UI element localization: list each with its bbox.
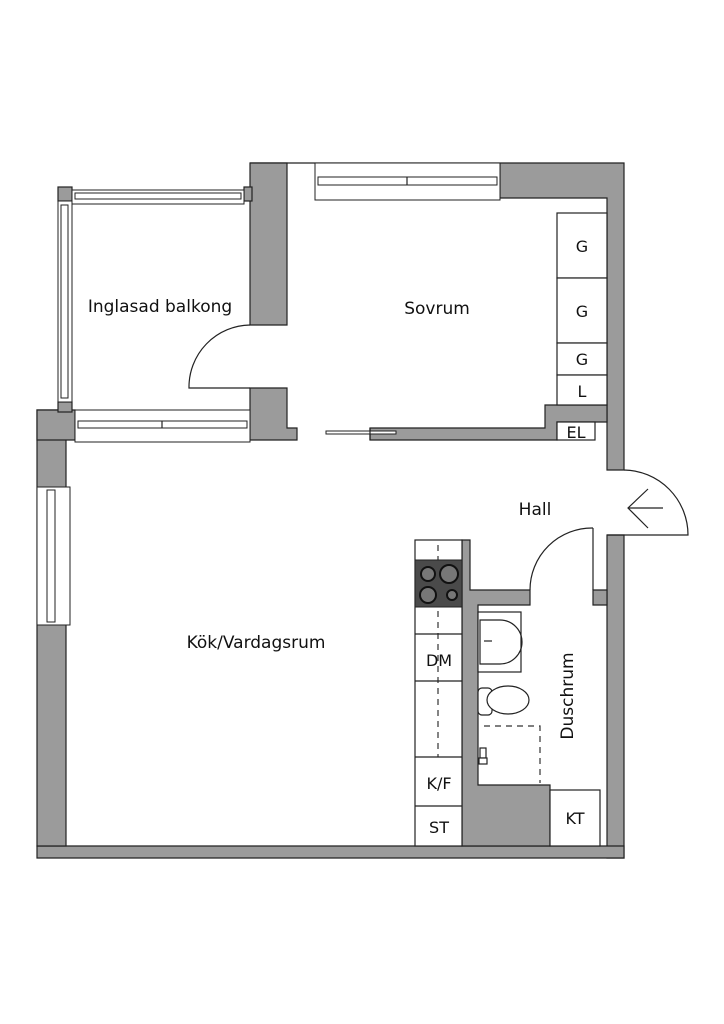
sink-icon bbox=[477, 611, 523, 673]
bathroom-wall-stub bbox=[592, 589, 608, 606]
wall-under-balcony bbox=[36, 409, 76, 441]
linen-label: L bbox=[578, 382, 587, 401]
room-label-hall: Hall bbox=[519, 500, 552, 520]
washer-dryer-label: KT bbox=[565, 809, 584, 828]
exterior-wall-left bbox=[36, 409, 67, 847]
wardrobe-label: G bbox=[576, 237, 588, 256]
bedroom-partition bbox=[369, 404, 608, 441]
bedroom-wall-lower bbox=[249, 387, 298, 441]
wardrobe-units bbox=[556, 212, 608, 441]
balcony-window-top bbox=[71, 189, 245, 205]
stove-icon bbox=[414, 559, 463, 608]
bedroom-window bbox=[314, 162, 501, 201]
balcony-window-left bbox=[57, 200, 73, 403]
entrance-door[interactable] bbox=[607, 469, 689, 536]
electrical-label: EL bbox=[566, 423, 585, 442]
room-label-balcony: Inglasad balkong bbox=[88, 297, 232, 317]
shower-area bbox=[484, 725, 541, 783]
balcony-corner bbox=[57, 401, 73, 413]
exterior-wall-right-lower bbox=[606, 534, 625, 859]
room-label-living: Kök/Vardagsrum bbox=[187, 633, 326, 653]
bedroom-sliding-door[interactable] bbox=[325, 428, 397, 440]
fridge-freezer-label: K/F bbox=[426, 774, 451, 793]
balcony-door[interactable] bbox=[188, 324, 251, 389]
balcony-corner bbox=[57, 186, 73, 202]
bathroom-door[interactable] bbox=[529, 527, 594, 591]
balcony-corner bbox=[243, 186, 253, 202]
toilet-icon bbox=[477, 685, 530, 716]
bedroom-wall-upper bbox=[249, 162, 288, 326]
wardrobe-label: G bbox=[576, 302, 588, 321]
shower-head-icon bbox=[478, 747, 488, 765]
living-window-top bbox=[74, 409, 251, 443]
room-label-bedroom: Sovrum bbox=[404, 299, 470, 319]
room-label-bathroom: Duschrum bbox=[558, 652, 578, 739]
wardrobe-label: G bbox=[576, 350, 588, 369]
bathroom-wall bbox=[461, 539, 551, 847]
dishwasher-label: DM bbox=[426, 651, 452, 670]
washer-dryer bbox=[549, 789, 601, 847]
stove-cabinet-label: ST bbox=[429, 818, 449, 837]
entrance-arrow-icon bbox=[627, 488, 663, 529]
living-window-left bbox=[36, 486, 71, 626]
exterior-wall-bottom bbox=[36, 845, 625, 859]
